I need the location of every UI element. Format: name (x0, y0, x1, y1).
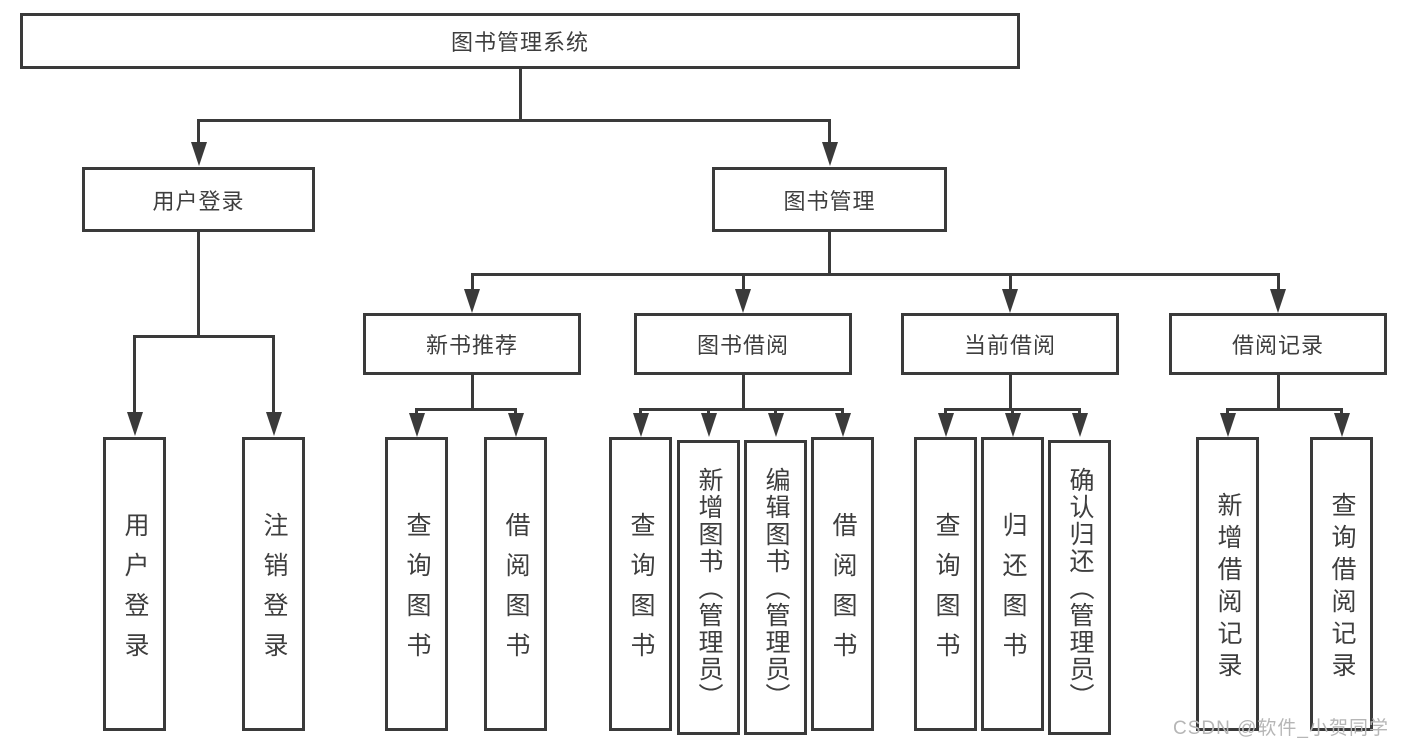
arrow-to-leaf-add-books (707, 410, 710, 413)
leaf-label: 查询图书 (627, 511, 655, 672)
node-label: 图书管理系统 (450, 30, 589, 55)
leaf-label: 编辑图书（管理员） (762, 467, 790, 710)
arrow-to-new-books (470, 275, 474, 289)
arrow-to-user-login (197, 120, 200, 142)
arrow-to-leaf-borrow-books-1 (514, 410, 517, 413)
leaf-query-books-current: 查询图书 (914, 437, 977, 731)
edge-book-borrow-stub (741, 375, 745, 409)
node-root-system: 图书管理系统 (20, 13, 1020, 69)
edge-new-books-branch (415, 408, 517, 411)
edge-borrow-records-stub (1276, 375, 1280, 409)
leaf-borrow-books-newbooks: 借阅图书 (484, 437, 547, 731)
node-label: 图书借阅 (696, 333, 789, 358)
leaf-query-books-borrow: 查询图书 (609, 437, 672, 731)
arrow-to-leaf-query-record (1340, 410, 1343, 413)
edge-book-mgmt-branch (470, 273, 1280, 276)
node-borrow-records: 借阅记录 (1169, 313, 1387, 375)
node-new-books: 新书推荐 (363, 313, 581, 375)
leaf-label: 归还图书 (999, 511, 1027, 672)
leaf-confirm-return-admin: 确认归还（管理员） (1048, 440, 1111, 735)
edge-root-stub (518, 69, 522, 120)
leaf-label: 用户登录 (121, 511, 149, 672)
leaf-user-login: 用户登录 (103, 437, 166, 731)
leaf-label: 借阅图书 (502, 511, 530, 672)
leaf-label: 借阅图书 (829, 511, 857, 672)
edge-book-borrow-branch (639, 408, 844, 411)
leaf-label: 查询借阅记录 (1328, 491, 1356, 684)
arrow-to-leaf-query-books-3 (944, 410, 947, 413)
node-label: 图书管理 (783, 188, 876, 214)
node-label: 借阅记录 (1231, 333, 1324, 358)
arrow-to-leaf-query-books-1 (415, 410, 418, 413)
leaf-label: 新增借阅记录 (1214, 491, 1242, 684)
leaf-label: 查询图书 (932, 511, 960, 672)
arrow-to-current-borrow (1008, 275, 1012, 289)
leaf-label: 新增图书（管理员） (695, 467, 723, 710)
node-book-mgmt: 图书管理 (712, 167, 947, 232)
leaf-add-books-admin: 新增图书（管理员） (677, 440, 740, 735)
node-user-login: 用户登录 (82, 167, 315, 232)
arrow-to-leaf-query-books-2 (639, 410, 642, 413)
arrow-to-leaf-logout (272, 337, 275, 412)
node-label: 当前借阅 (963, 333, 1056, 358)
arrow-to-book-mgmt (828, 120, 831, 142)
leaf-label: 确认归还（管理员） (1066, 467, 1094, 710)
edge-book-mgmt-stub (828, 232, 831, 274)
leaf-return-books: 归还图书 (981, 437, 1044, 731)
node-current-borrow: 当前借阅 (901, 313, 1119, 375)
edge-user-login-stub (197, 232, 200, 336)
leaf-query-borrow-record: 查询借阅记录 (1310, 437, 1373, 731)
arrow-to-leaf-confirm-return (1078, 410, 1081, 413)
arrow-to-borrow-records (1276, 275, 1280, 289)
arrow-to-leaf-add-record (1226, 410, 1229, 413)
edge-current-borrow-stub (1008, 375, 1012, 409)
leaf-add-borrow-record: 新增借阅记录 (1196, 437, 1259, 731)
arrow-to-leaf-login (133, 337, 136, 412)
node-label: 新书推荐 (425, 333, 518, 358)
arrow-to-leaf-borrow-books-2 (841, 410, 844, 413)
leaf-query-books-newbooks: 查询图书 (385, 437, 448, 731)
node-book-borrow: 图书借阅 (634, 313, 852, 375)
edge-root-branch (197, 118, 831, 122)
edge-user-login-branch (133, 335, 275, 338)
node-label: 用户登录 (152, 188, 245, 214)
leaf-logout: 注销登录 (242, 437, 305, 731)
arrow-to-book-borrow (741, 275, 745, 289)
edge-new-books-stub (470, 375, 474, 409)
arrow-to-leaf-return-books (1011, 410, 1014, 413)
leaf-edit-books-admin: 编辑图书（管理员） (744, 440, 807, 735)
leaf-label: 注销登录 (260, 511, 288, 672)
csdn-watermark: CSDN @软件_小贺同学 (1173, 718, 1389, 739)
arrow-to-leaf-edit-books (774, 410, 777, 413)
leaf-borrow-books-borrow: 借阅图书 (811, 437, 874, 731)
leaf-label: 查询图书 (403, 511, 431, 672)
edge-borrow-records-branch (1226, 408, 1343, 411)
